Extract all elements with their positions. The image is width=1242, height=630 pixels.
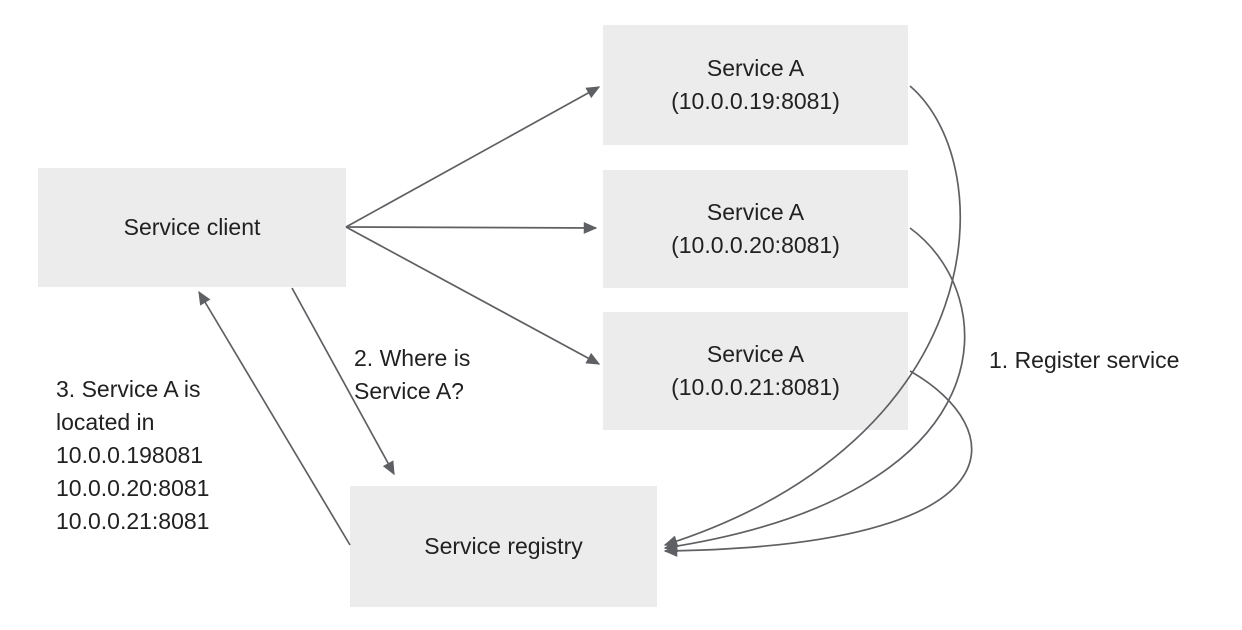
service-registry-label: Service registry (424, 533, 583, 559)
service-a-instance-1-title: Service A (706, 55, 805, 81)
service-a-instance-3-address: (10.0.0.21:8081) (671, 374, 840, 400)
arrow-client-to-instance-2 (345, 221, 598, 234)
annotation-service-a-located: 3. Service A is located in 10.0.0.198081… (56, 373, 209, 538)
service-a-instance-1-node: Service A (10.0.0.19:8081) (603, 25, 908, 145)
annotation-located-line-4: 10.0.0.20:8081 (56, 475, 210, 501)
arrow-located-reply (198, 290, 351, 546)
annotation-located-line-2: located in (56, 409, 155, 435)
service-a-instance-2-title: Service A (706, 199, 805, 225)
annotation-where-is-service-a: 2. Where is Service A? (354, 342, 470, 408)
service-a-instance-2-address: (10.0.0.20:8081) (671, 232, 840, 258)
annotation-register-service: 1. Register service (989, 344, 1179, 377)
annotation-located-line-1: 3. Service A is (56, 376, 201, 402)
annotation-located-line-5: 10.0.0.21:8081 (56, 508, 210, 534)
service-a-instance-3-title: Service A (706, 341, 805, 367)
service-a-instance-3-node: Service A (10.0.0.21:8081) (603, 312, 908, 430)
arrow-client-to-instance-1 (345, 86, 601, 228)
service-client-node: Service client (38, 168, 346, 287)
annotation-where-line-2: Service A? (354, 378, 464, 404)
service-registry-node: Service registry (350, 486, 657, 607)
service-client-label: Service client (123, 214, 261, 240)
annotation-where-line-1: 2. Where is (354, 345, 471, 371)
annotation-located-line-3: 10.0.0.198081 (56, 442, 204, 468)
service-a-instance-1-address: (10.0.0.19:8081) (671, 88, 840, 114)
annotation-register-service-text: 1. Register service (989, 347, 1180, 373)
service-a-instance-2-node: Service A (10.0.0.20:8081) (603, 170, 908, 288)
